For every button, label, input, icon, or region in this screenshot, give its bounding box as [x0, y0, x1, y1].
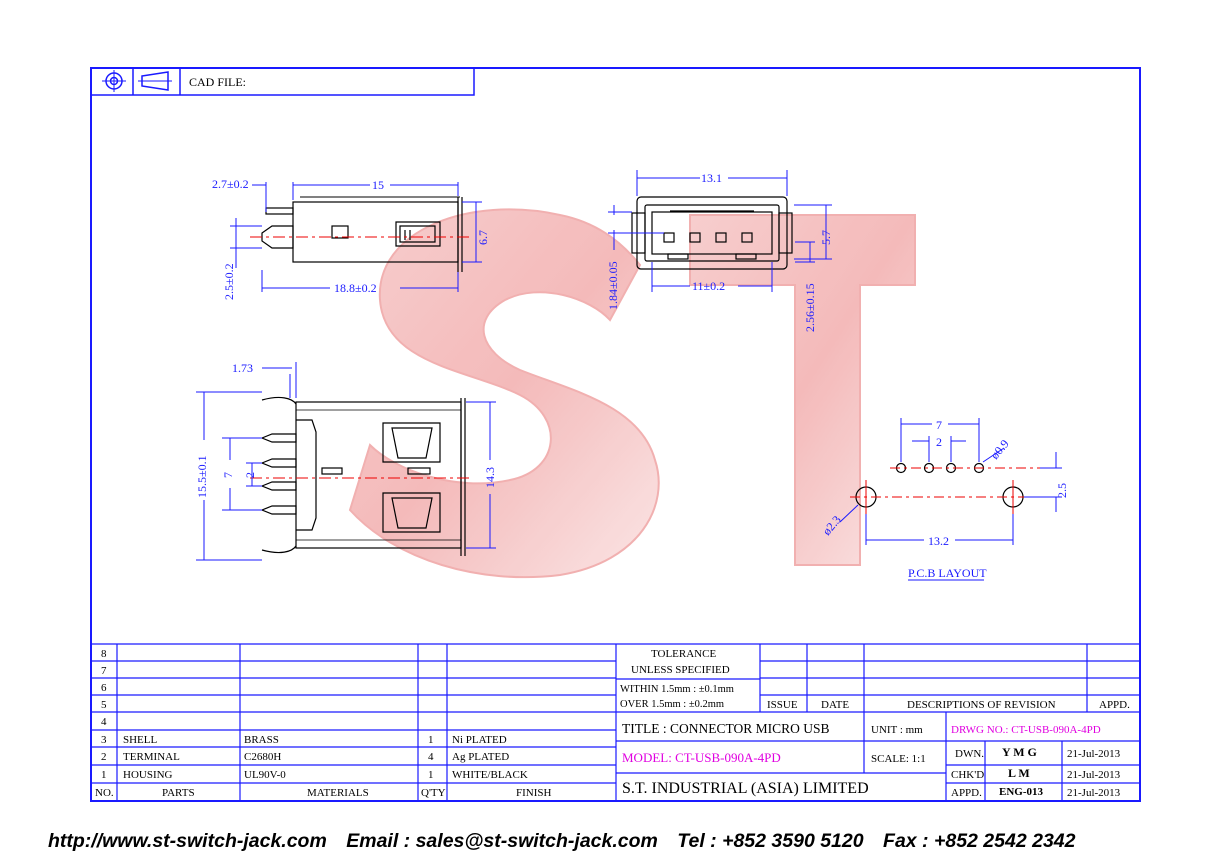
table-cell: UL90V-0 — [244, 769, 286, 781]
rev-description: DESCRIPTIONS OF REVISION — [907, 699, 1056, 711]
email-text: Email : sales@st-switch-jack.com — [346, 830, 658, 852]
row-number: 5 — [101, 699, 107, 711]
tolerance-title: TOLERANCE — [651, 648, 716, 660]
table-cell: HOUSING — [123, 769, 173, 781]
pcb-dimensions — [839, 418, 1062, 581]
table-cell: BRASS — [244, 734, 279, 746]
side-view-drawing — [250, 196, 470, 272]
pcb-dim-0-9: ø0.9 — [988, 437, 1012, 462]
dim-1-73: 1.73 — [232, 361, 253, 375]
fax-text: Fax : +852 2542 2342 — [883, 830, 1076, 852]
dim-2: 2 — [243, 472, 257, 478]
unit-label: UNIT : mm — [871, 724, 923, 736]
dim-7: 7 — [221, 472, 235, 478]
projection-symbol-icon — [102, 70, 172, 92]
rev-date: DATE — [821, 699, 849, 711]
tel-text: Tel : +852 3590 5120 — [677, 830, 864, 852]
row-number: 7 — [101, 665, 107, 677]
scale-label: SCALE: 1:1 — [871, 753, 926, 765]
table-cell: TERMINAL — [123, 751, 180, 763]
table-cell: Ni PLATED — [452, 734, 507, 746]
contact-footer: http://www.st-switch-jack.com Email : sa… — [48, 830, 1228, 853]
website-link[interactable]: http://www.st-switch-jack.com — [48, 830, 327, 852]
pcb-dim-7: 7 — [936, 418, 942, 432]
chkd-name: L M — [1008, 766, 1030, 780]
bom-headers: NO. PARTS MATERIALS Q'TY FINISH — [95, 787, 552, 799]
header-no: NO. — [95, 787, 114, 799]
row-number: 3 — [101, 734, 107, 746]
bom-rows: SHELL BRASS 1 Ni PLATED TERMINAL C2680H … — [123, 734, 528, 781]
header-materials: MATERIALS — [307, 787, 369, 799]
appd-label: APPD. — [951, 787, 982, 799]
bom-table-grid — [91, 643, 1140, 801]
row-number: 6 — [101, 682, 107, 694]
tolerance-within: WITHIN 1.5mm : ±0.1mm — [620, 684, 734, 695]
row-number: 4 — [101, 716, 107, 728]
tolerance-over: OVER 1.5mm : ±0.2mm — [620, 699, 724, 710]
drawing-number: DRWG NO.: CT-USB-090A-4PD — [951, 724, 1101, 736]
chkd-label: CHK'D — [951, 769, 984, 781]
pcb-layout-label: P.C.B LAYOUT — [908, 566, 987, 580]
table-cell: 1 — [428, 769, 434, 781]
top-view-drawing — [250, 396, 470, 556]
bom-row-numbers: 8 7 6 5 4 3 2 1 — [101, 648, 107, 781]
pcb-layout-drawing — [850, 462, 1050, 514]
tolerance-subtitle: UNLESS SPECIFIED — [631, 664, 730, 676]
dim-2-56: 2.56±0.15 — [803, 283, 817, 332]
table-cell: SHELL — [123, 734, 158, 746]
rev-issue: ISSUE — [767, 699, 798, 711]
table-cell: WHITE/BLACK — [452, 769, 528, 781]
top-view-dimensions — [196, 362, 496, 561]
dim-14-3: 14.3 — [483, 467, 497, 488]
dim-2-7: 2.7±0.2 — [212, 177, 249, 191]
table-cell: Ag PLATED — [452, 751, 509, 763]
rev-appd: APPD. — [1099, 699, 1130, 711]
dim-2-5: 2.5±0.2 — [222, 263, 236, 300]
dim-5-7: 5.7 — [819, 230, 833, 245]
appd-date: 21-Jul-2013 — [1067, 787, 1121, 799]
side-view-dimensions — [230, 182, 482, 292]
header-qty: Q'TY — [421, 787, 446, 799]
dim-11: 11±0.2 — [692, 279, 725, 293]
dim-15-5: 15.5±0.1 — [195, 455, 209, 498]
dim-18-8: 18.8±0.2 — [334, 281, 377, 295]
company-name: S.T. INDUSTRIAL (ASIA) LIMITED — [622, 780, 869, 797]
dim-1-84: 1.84±0.05 — [606, 261, 620, 310]
cad-header: CAD FILE: — [90, 67, 475, 96]
dwn-name: Y M G — [1002, 745, 1037, 759]
watermark-st — [348, 208, 916, 579]
cad-file-label: CAD FILE: — [189, 75, 246, 89]
pcb-dim-2: 2 — [936, 435, 942, 449]
row-number: 1 — [101, 769, 107, 781]
appd-name: ENG-013 — [999, 786, 1044, 798]
table-cell: 4 — [428, 751, 434, 763]
header-finish: FINISH — [516, 787, 552, 799]
table-cell: C2680H — [244, 751, 281, 763]
row-number: 2 — [101, 751, 107, 763]
chkd-date: 21-Jul-2013 — [1067, 769, 1121, 781]
table-cell: 1 — [428, 734, 434, 746]
dim-15: 15 — [372, 178, 384, 192]
row-number: 8 — [101, 648, 107, 660]
header-parts: PARTS — [162, 787, 195, 799]
model-number: MODEL: CT-USB-090A-4PD — [622, 750, 781, 765]
drawing-title: TITLE : CONNECTOR MICRO USB — [622, 721, 830, 736]
front-view-dimensions — [608, 170, 832, 292]
dim-13-1: 13.1 — [701, 171, 722, 185]
pcb-dim-13-2: 13.2 — [928, 534, 949, 548]
pcb-dim-2-5: 2.5 — [1055, 483, 1069, 498]
dwn-date: 21-Jul-2013 — [1067, 748, 1121, 760]
dim-6-7: 6.7 — [476, 230, 490, 245]
dwn-label: DWN. — [955, 748, 984, 760]
